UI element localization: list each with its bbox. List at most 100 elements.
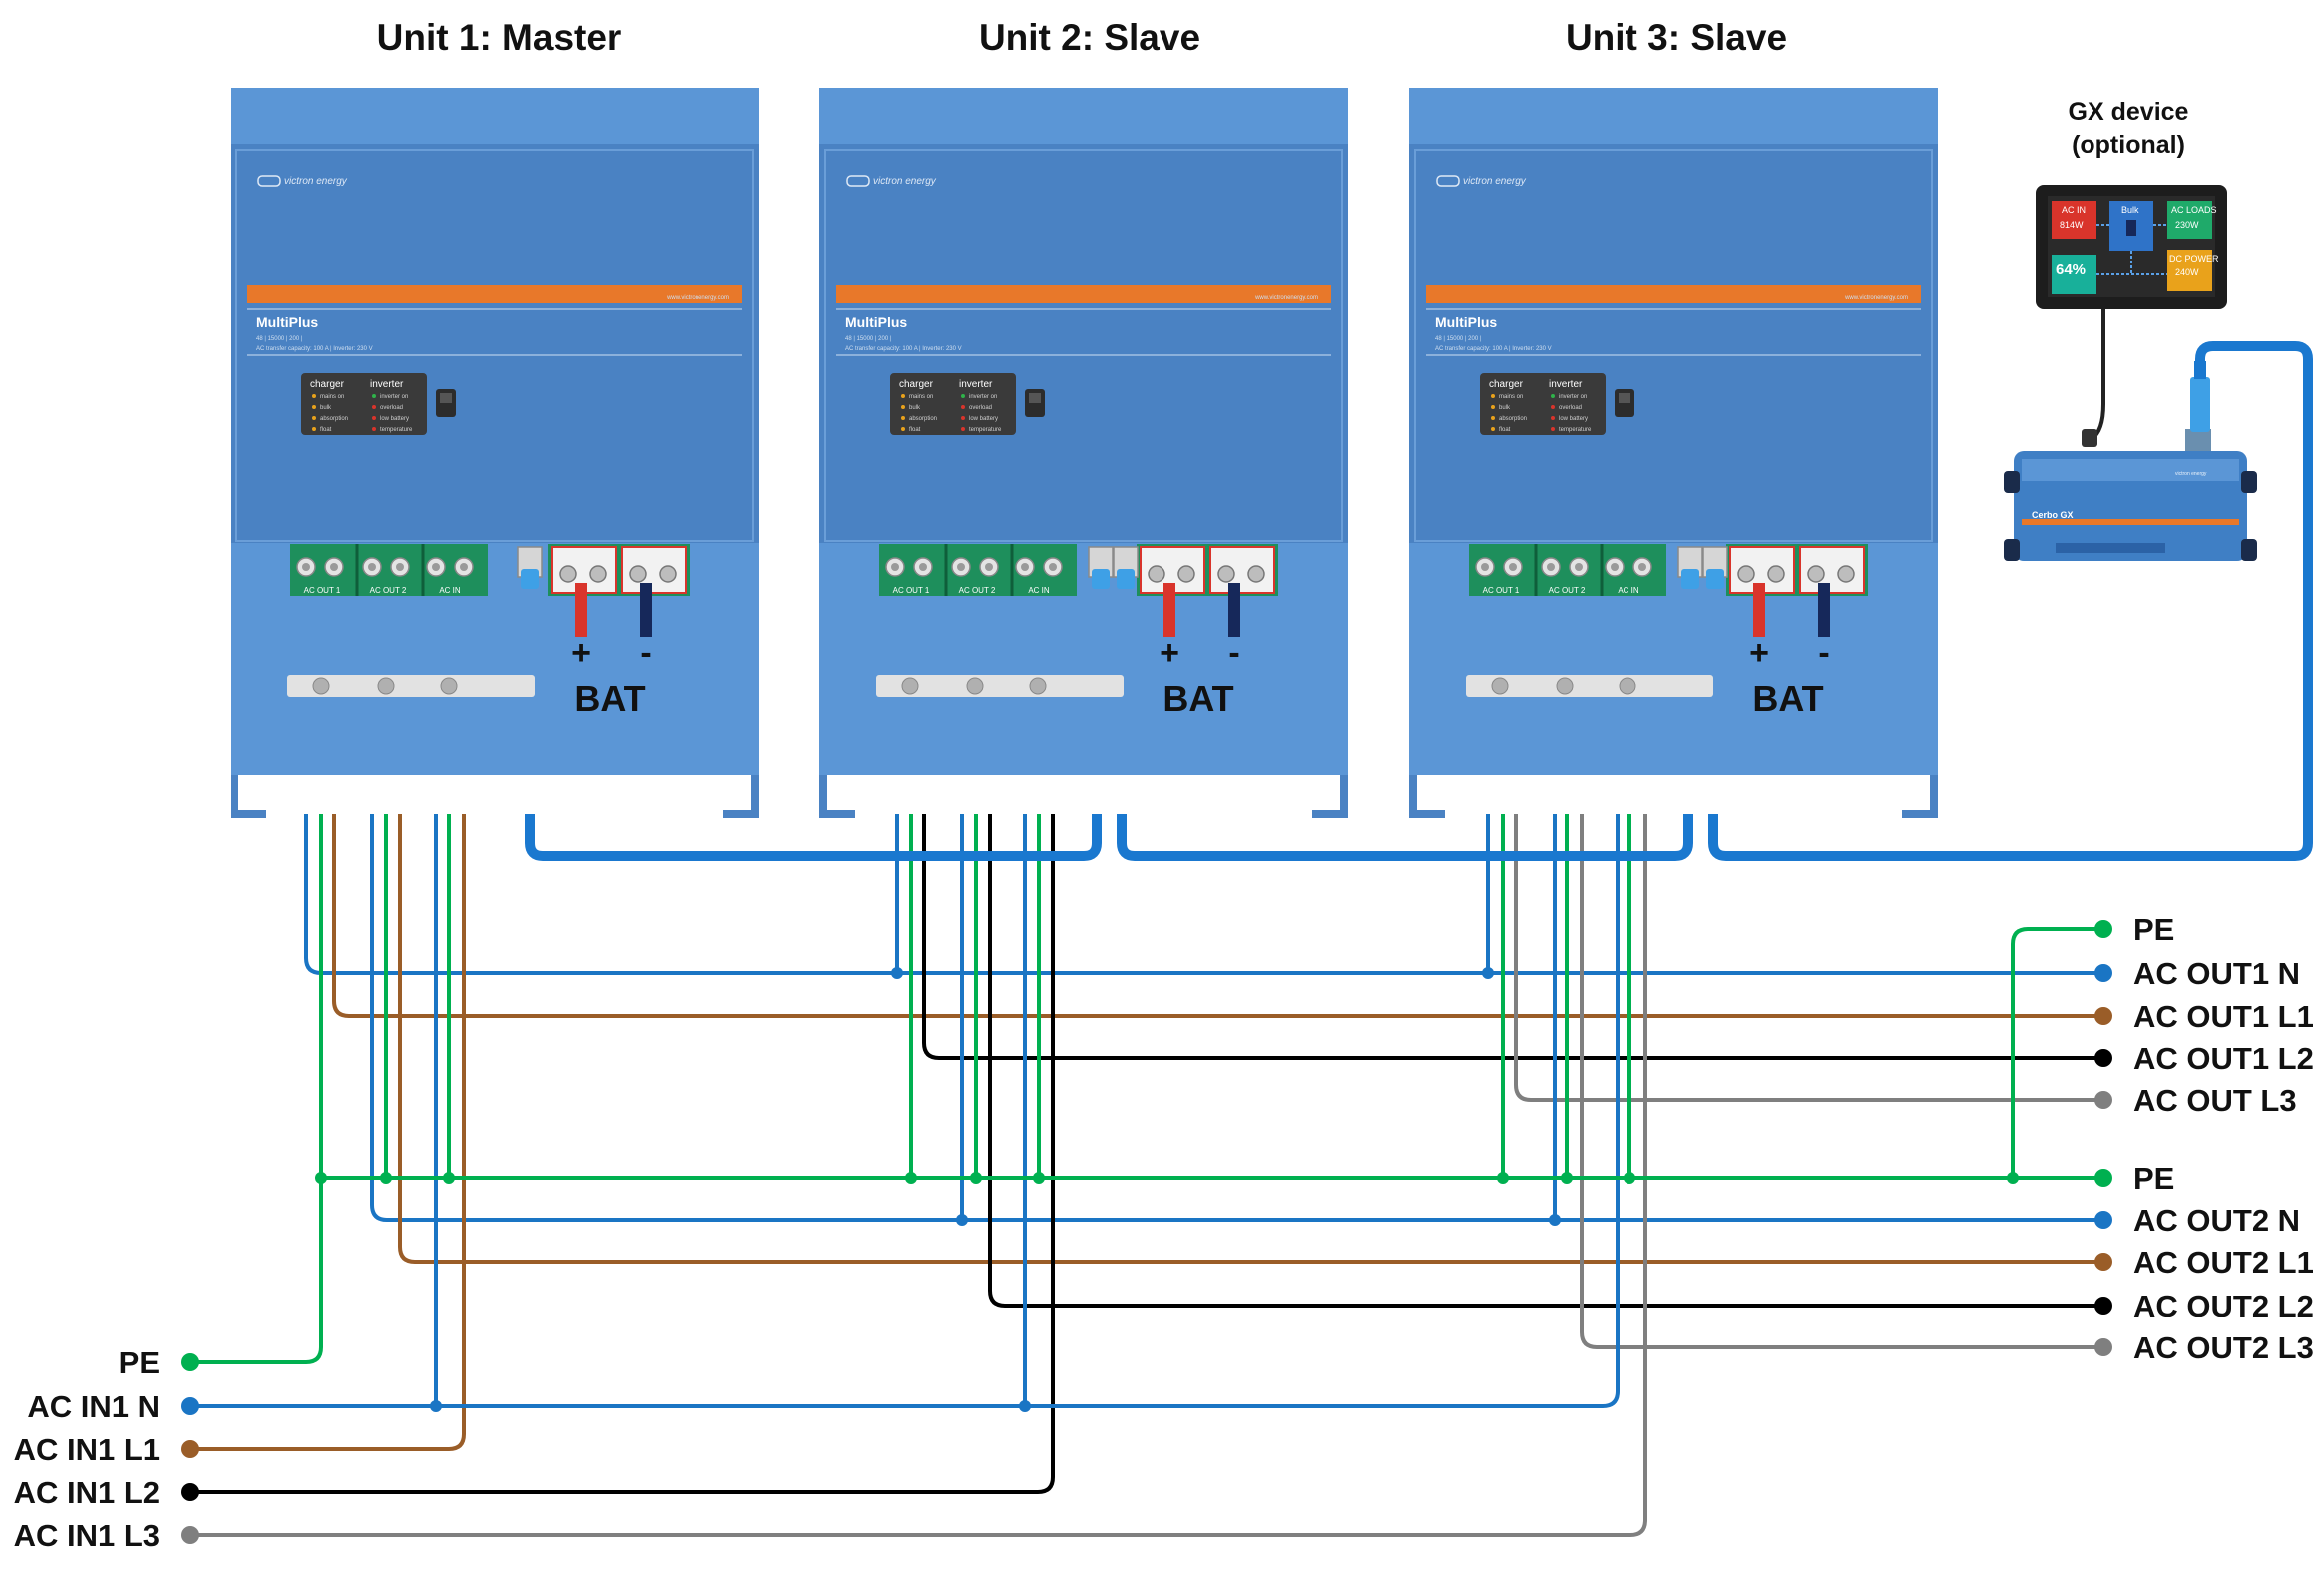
charger-led-label: bulk [1499,405,1511,411]
gx-device: GX device (optional) AC IN 814W Bulk AC … [2004,98,2257,561]
pe-link-out1 [2011,927,2103,1178]
inverter-unit-3: victron energywww.victronenergy.comMulti… [1409,88,1938,818]
inverter-led-label: temperature [1559,427,1592,433]
inverter-led-label: low battery [380,416,409,422]
battery-label: BAT [574,678,645,719]
charger-led-label: mains on [1499,394,1523,400]
gx-tile5-title: DC POWER [2169,254,2219,263]
rj45-connector-icon [1677,546,1703,589]
u1-out2-l1-wire [398,577,2103,1264]
gx-title-line2: (optional) [2072,131,2185,159]
battery-minus-label: - [1228,634,1239,672]
output-label: PE [2133,1161,2174,1196]
output-terminal-dot [2094,920,2112,938]
terminal-label: AC OUT 2 [959,586,996,595]
charger-led-label: absorption [909,416,937,422]
charger-led-label: float [320,427,332,433]
output-terminal-dot [2094,1007,2112,1025]
battery-positive-cable [1753,583,1765,637]
u3-out1-l3-wire [1514,577,2103,1102]
input-label: AC IN1 L1 [14,1432,160,1467]
inverter-led-label: low battery [1559,416,1588,422]
victron-logo-icon [1436,175,1460,187]
cerbo-gx-name: Cerbo GX [2032,510,2074,520]
battery-negative-cable [1818,583,1830,637]
inverter-model: MultiPlus [256,314,318,330]
inverter-led-label: overload [380,405,403,411]
inverter-led-label: temperature [380,427,413,433]
u3-in-n-wire [190,577,1620,1408]
input-label: AC IN1 L2 [14,1475,160,1510]
charger-led-label: float [909,427,921,433]
terminal-label: AC IN [1028,586,1050,595]
u2-out1-l2-wire [922,577,2103,1060]
rj45-connector-icon [1088,546,1114,589]
terminal-screw-icon [1632,557,1652,577]
inverter-website: www.victronenergy.com [1254,295,1318,301]
charger-led-label: float [1499,427,1511,433]
gx-tile1-title: AC IN [2062,205,2086,215]
inverter-led-label: inverter on [380,394,408,400]
charger-header: charger [310,379,345,390]
battery-minus-label: - [640,634,651,672]
terminal-screw-icon [390,557,410,577]
input-label: AC IN1 N [27,1389,160,1424]
inverter-brand: victron energy [284,176,348,187]
inverter-led-label: inverter on [1559,394,1587,400]
gx-tile3-value: 230W [2175,220,2199,230]
unit-1-title: Unit 1: Master [377,17,622,58]
terminal-label: AC IN [439,586,461,595]
output-label: AC OUT1 L2 [2133,1041,2314,1076]
terminal-label: AC IN [1618,586,1639,595]
battery-plus-label: + [571,634,591,672]
terminal-screw-icon [979,557,999,577]
gx-title-line1: GX device [2069,98,2189,126]
terminal-screw-icon [885,557,905,577]
inverter-led-label: inverter on [969,394,997,400]
input-label: PE [119,1345,160,1380]
gx-tile1-value: 814W [2060,220,2084,230]
inverter-model: MultiPlus [845,314,907,330]
output-label: AC OUT1 L1 [2133,999,2314,1034]
cerbo-gx-brand: victron energy [2175,471,2207,477]
gx-tile5-value: 240W [2175,267,2199,277]
gx-tile3-title: AC LOADS [2171,205,2217,215]
inverter-capacity-note: AC transfer capacity: 100 A | Inverter: … [845,346,962,352]
terminal-screw-icon [1605,557,1625,577]
inverter-led-label: low battery [969,416,998,422]
terminal-screw-icon [1569,557,1589,577]
terminal-screw-icon [951,557,971,577]
ve-bus-cables [525,341,2313,861]
battery-label: BAT [1752,678,1823,719]
output-terminal-dot [2094,1169,2112,1187]
terminal-screw-icon [362,557,382,577]
battery-plus-label: + [1160,634,1179,672]
charger-led-label: bulk [909,405,921,411]
terminal-screw-icon [426,557,446,577]
inverter-spec: 48 | 15000 | 200 | [845,336,892,342]
ve-bus-cable-3-gx [1708,341,2313,861]
cerbo-gx-unit: Cerbo GX victron energy [2004,429,2257,561]
charger-led-label: mains on [909,394,933,400]
terminal-screw-icon [1015,557,1035,577]
input-terminal-dot [181,1483,199,1501]
charger-led-label: absorption [1499,416,1527,422]
output-label: AC OUT L3 [2133,1083,2297,1118]
unit-2-title: Unit 2: Slave [979,17,1200,58]
ve-bus-cable-1-2 [525,579,1102,861]
output-labels: PE AC OUT1 N AC OUT1 L1 AC OUT1 L2 AC OUT L3… [2094,912,2314,1365]
terminal-label: AC OUT 2 [370,586,407,595]
input-label: AC IN1 L3 [14,1518,160,1553]
rj45-connector-icon [1113,546,1139,589]
terminal-label: AC OUT 2 [1549,586,1586,595]
output-terminal-dot [2094,1091,2112,1109]
inverter-led-label: overload [1559,405,1582,411]
battery-label: BAT [1162,678,1233,719]
battery-negative-cable [1228,583,1240,637]
junction-dots [430,967,1561,1412]
battery-positive-cable [575,583,587,637]
output-label: AC OUT1 N [2133,956,2300,991]
output-terminal-dot [2094,1297,2112,1315]
inverter-brand: victron energy [1463,176,1527,187]
charger-led-label: absorption [320,416,348,422]
